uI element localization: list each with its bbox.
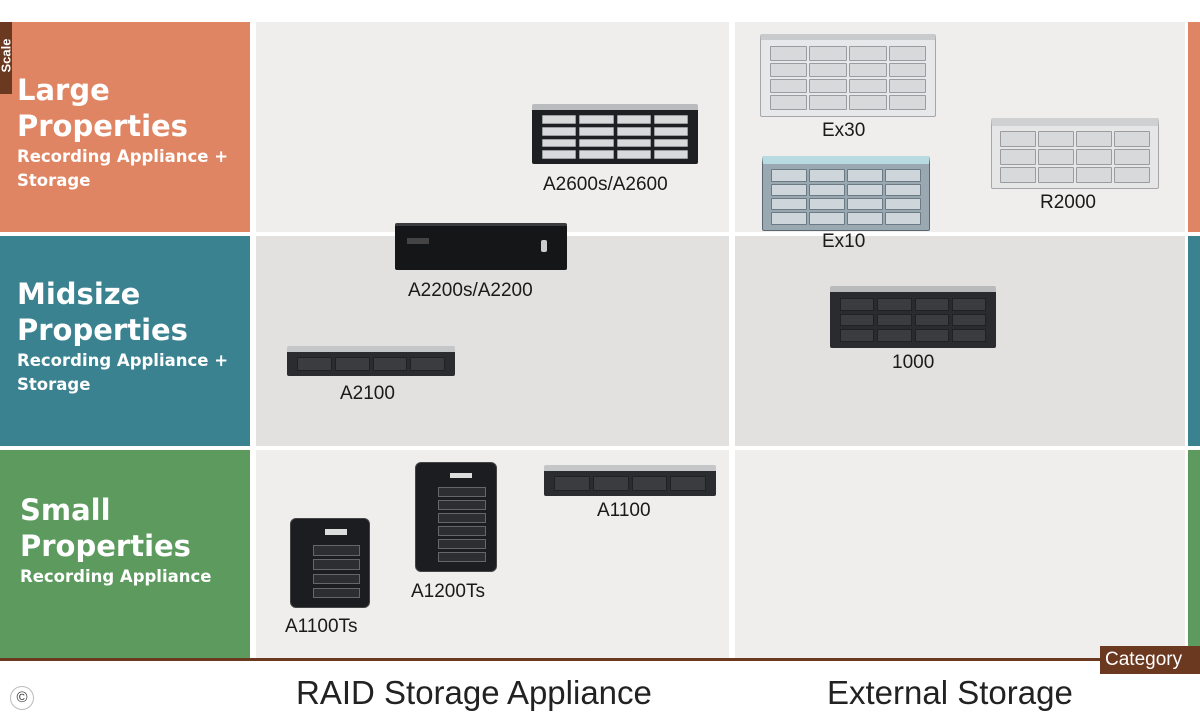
row-title-word1: Large [17, 73, 110, 107]
row-title-word1: Small [20, 493, 111, 527]
a1100-device-image [544, 465, 716, 496]
edge-strip-midsize [1188, 236, 1200, 446]
row-title-word2: Properties [17, 313, 188, 347]
baseline-divider [0, 658, 1200, 661]
row-subtitle-line1: Recording Appliance [20, 567, 212, 586]
edge-strip-large [1188, 22, 1200, 232]
column-label-raid: RAID Storage Appliance [296, 674, 652, 711]
row-subtitle-line1: Recording Appliance + [17, 351, 229, 370]
a2600-label: A2600s/A2600 [543, 174, 668, 195]
a2200-device-image [395, 223, 567, 270]
a1200ts-label: A1200Ts [411, 581, 485, 602]
row-subtitle-midsize: Recording Appliance + Storage [17, 349, 250, 397]
category-tag: Category [1100, 646, 1200, 674]
a2100-device-image [287, 346, 455, 376]
cell-small-external [735, 450, 1185, 658]
column-label-external: External Storage [827, 674, 1073, 711]
row-title-midsize: Midsize Properties [17, 276, 250, 348]
row-label-small: Small Properties Recording Appliance [0, 450, 250, 658]
row-subtitle-line2: Storage [17, 375, 91, 394]
row-subtitle-large: Recording Appliance + Storage [17, 145, 250, 193]
row-title-large: Large Properties [17, 72, 250, 144]
r2000-label: R2000 [1040, 192, 1096, 213]
row-title-word2: Properties [20, 529, 191, 563]
row-subtitle-line2: Storage [17, 171, 91, 190]
row-title-word1: Midsize [17, 277, 141, 311]
a2200-label: A2200s/A2200 [408, 280, 533, 301]
scale-tab: Scale [0, 22, 12, 94]
scale-label: Scale [0, 38, 12, 73]
row-subtitle-small: Recording Appliance [20, 565, 250, 589]
a1200ts-device-image [415, 462, 497, 572]
r2000-device-image [991, 118, 1159, 189]
row-label-midsize: Midsize Properties Recording Appliance +… [0, 236, 250, 446]
copyright-symbol: © [16, 689, 28, 706]
ex10-label: Ex10 [822, 231, 866, 252]
a1100ts-label: A1100Ts [285, 616, 358, 637]
row-title-small: Small Properties [20, 492, 250, 564]
s1000-device-image [830, 286, 996, 348]
a2100-label: A2100 [340, 383, 395, 404]
ex30-device-image [760, 34, 936, 117]
row-subtitle-line1: Recording Appliance + [17, 147, 229, 166]
cell-midsize-raid [256, 236, 729, 446]
edge-strip-small [1188, 450, 1200, 658]
row-title-word2: Properties [17, 109, 188, 143]
row-label-large: Large Properties Recording Appliance + S… [0, 22, 250, 232]
s1000-label: 1000 [892, 352, 935, 373]
a2600-device-image [532, 104, 698, 164]
a1100ts-device-image [290, 518, 370, 608]
category-label: Category [1105, 649, 1183, 670]
ex10-device-image [762, 156, 930, 231]
ex30-label: Ex30 [822, 120, 866, 141]
a1100-label: A1100 [597, 500, 651, 521]
copyright-icon: © [10, 686, 34, 710]
